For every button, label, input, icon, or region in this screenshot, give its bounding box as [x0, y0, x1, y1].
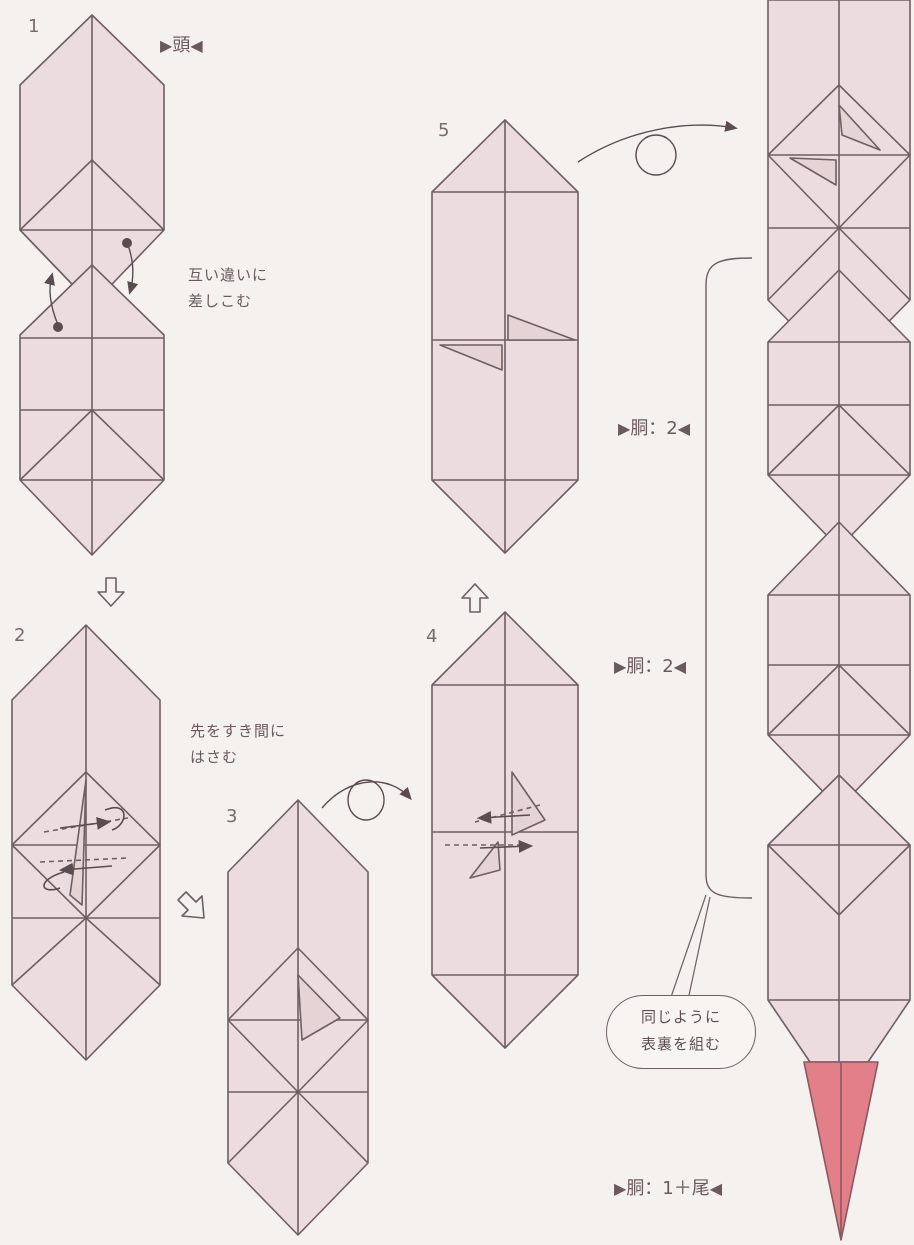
body-label-2b-text: 胴：2: [626, 656, 674, 677]
pointer-right-icon: ▶: [618, 419, 631, 438]
step2-unit: [11, 624, 161, 1061]
step4-unit: [431, 611, 579, 1049]
up-arrow-icon: [461, 583, 489, 613]
pointer-left-icon: ◀: [673, 657, 687, 676]
step1-note-line1: 互い違いに: [188, 266, 269, 284]
step1-lower-unit: [19, 264, 165, 556]
step1-note: 互い違いに 差しこむ: [188, 262, 268, 314]
step-number-3: 3: [226, 806, 238, 827]
down-arrow-icon: [97, 577, 125, 607]
pointer-left-icon: ◀: [190, 36, 203, 55]
pointer-left-icon: ◀: [709, 1179, 723, 1198]
body-label-2a: ▶胴：2◀: [618, 420, 690, 438]
body-label-2a-text: 胴：2: [630, 418, 678, 439]
callout-pointer-1: [669, 894, 707, 1001]
body-label-2b: ▶胴：2◀: [614, 658, 686, 676]
body-tail-label: ▶胴：1＋尾◀: [614, 1180, 722, 1198]
section-brace: [705, 257, 753, 899]
step-number-2: 2: [14, 625, 26, 646]
step1-note-line2: 差しこむ: [188, 292, 253, 310]
step1-dot-left: [53, 322, 63, 332]
pointer-right-icon: ▶: [614, 1179, 627, 1198]
callout-pointer-2: [687, 896, 711, 1001]
pointer-left-icon: ◀: [677, 419, 691, 438]
diagonal-arrow-icon: [177, 891, 205, 919]
turn-over-arrow: [321, 779, 412, 821]
callout-line1: 同じように: [640, 1008, 721, 1026]
callout-bubble: 同じように 表裏を組む: [606, 995, 756, 1069]
step1-upper-unit: [19, 14, 165, 306]
step3-unit: [227, 799, 369, 1236]
step5-unit: [431, 119, 579, 554]
step-number-4: 4: [426, 626, 438, 647]
turn-over-arrow-2: [577, 120, 738, 176]
head-label-text: 頭: [172, 35, 191, 56]
step2-note: 先をすき間に はさむ: [190, 718, 286, 770]
step2-note-line2: はさむ: [190, 748, 239, 766]
step1-dot-right: [122, 238, 132, 248]
body-tail-label-text: 胴：1＋尾: [626, 1178, 710, 1199]
step2-note-line1: 先をすき間に: [190, 722, 287, 740]
step-number-1: 1: [28, 16, 40, 37]
step-number-5: 5: [438, 120, 450, 141]
pointer-right-icon: ▶: [614, 657, 627, 676]
final-body-assembly: [767, 0, 911, 1063]
callout-line2: 表裏を組む: [640, 1035, 721, 1053]
step1-insert-arrows: [44, 244, 139, 326]
head-label: ▶頭◀: [160, 37, 203, 55]
pointer-right-icon: ▶: [160, 36, 173, 55]
